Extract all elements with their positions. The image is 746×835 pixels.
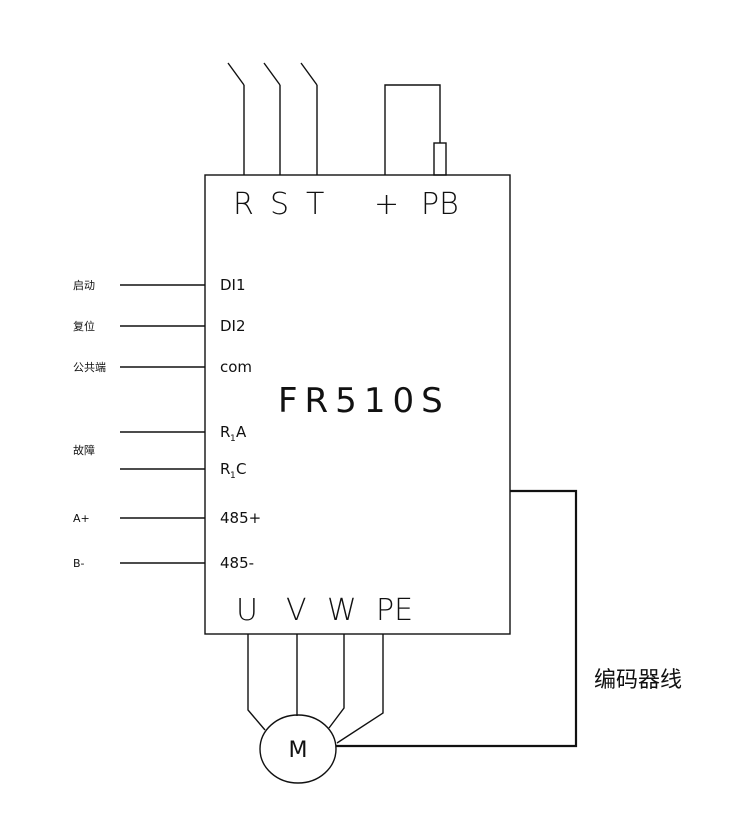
label-a-plus: A+ — [73, 512, 90, 525]
svg-text:1: 1 — [230, 434, 236, 444]
model-name: FR510S — [278, 381, 450, 421]
terminal-485-plus: 485+ — [220, 509, 261, 527]
svg-text:1: 1 — [230, 471, 236, 481]
motor — [259, 714, 337, 784]
terminal-di2: DI2 — [220, 317, 246, 335]
signal-wires — [120, 284, 205, 564]
label-reset: 复位 — [73, 319, 95, 333]
terminal-com: com — [220, 358, 252, 376]
terminal-r1a: R 1 A — [220, 423, 247, 444]
encoder-label: 编码器线 — [594, 668, 682, 693]
power-input-wires — [227, 62, 318, 175]
terminal-u: U — [236, 593, 258, 628]
terminal-plus: + — [374, 187, 399, 222]
label-common: 公共端 — [73, 361, 106, 374]
terminal-r: R — [233, 187, 254, 222]
terminal-v: V — [286, 593, 307, 628]
terminal-w: W — [327, 593, 357, 628]
terminal-r1c: R 1 C — [220, 460, 246, 481]
terminal-pb: PB — [421, 187, 459, 222]
label-fault: 故障 — [73, 443, 95, 457]
svg-text:A: A — [236, 423, 247, 441]
terminal-pe: PE — [376, 593, 413, 628]
svg-text:C: C — [236, 460, 246, 478]
motor-label: M — [289, 738, 308, 763]
terminal-s: S — [270, 187, 289, 222]
terminal-485-minus: 485- — [220, 554, 254, 572]
motor-wires — [247, 634, 384, 744]
terminal-t: T — [306, 187, 324, 222]
encoder-wire — [336, 489, 578, 748]
terminal-di1: DI1 — [220, 276, 246, 294]
brake-resistor — [433, 142, 447, 176]
svg-text:R: R — [220, 423, 230, 441]
label-start: 启动 — [73, 279, 95, 292]
svg-text:R: R — [220, 460, 230, 478]
inverter-box — [204, 174, 511, 635]
brake-resistor-wires — [384, 84, 447, 176]
label-b-minus: B- — [73, 557, 85, 570]
